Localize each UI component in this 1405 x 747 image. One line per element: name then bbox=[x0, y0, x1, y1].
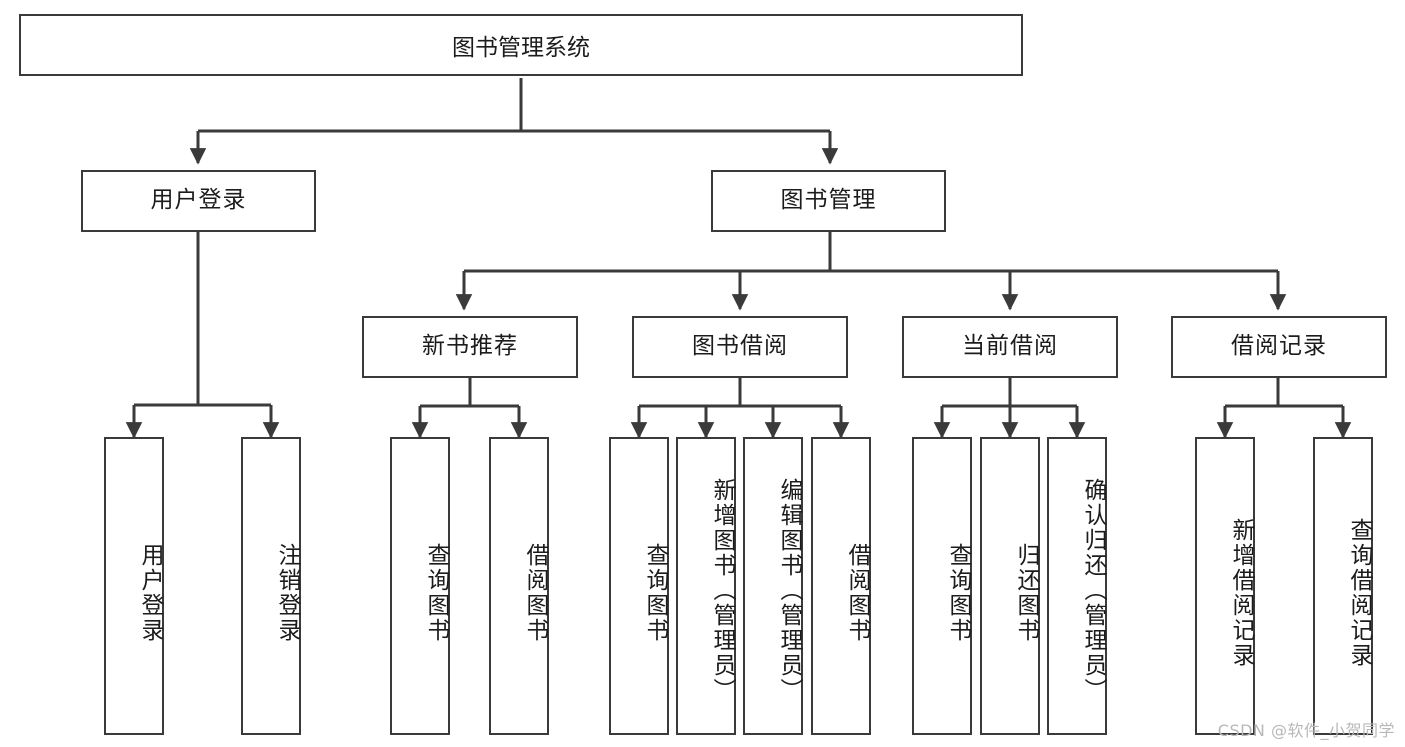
leaf-label: 新增借阅记录 bbox=[1228, 518, 1254, 668]
leaf-new-book-query-book[interactable]: 查询图书 bbox=[390, 437, 450, 735]
leaf-label: 查询借阅记录 bbox=[1346, 518, 1372, 668]
leaf-label: 查询图书 bbox=[945, 543, 971, 643]
leaf-book-borrow-add-book-admin[interactable]: 新增图书（管理员） bbox=[676, 437, 736, 735]
node-root-system[interactable]: 图书管理系统 bbox=[19, 14, 1023, 76]
node-book-borrow[interactable]: 图书借阅 bbox=[632, 316, 848, 378]
leaf-user-login-logout[interactable]: 注销登录 bbox=[241, 437, 301, 735]
leaf-new-book-borrow-book[interactable]: 借阅图书 bbox=[489, 437, 549, 735]
leaf-borrow-record-add-record[interactable]: 新增借阅记录 bbox=[1195, 437, 1255, 735]
leaf-label: 确认归还（管理员） bbox=[1080, 477, 1106, 703]
node-book-management[interactable]: 图书管理 bbox=[711, 170, 946, 232]
node-new-book-recommend[interactable]: 新书推荐 bbox=[362, 316, 578, 378]
leaf-current-borrow-return-book[interactable]: 归还图书 bbox=[980, 437, 1040, 735]
leaf-label: 归还图书 bbox=[1013, 543, 1039, 643]
leaf-label: 新增图书（管理员） bbox=[709, 477, 735, 703]
leaf-label: 查询图书 bbox=[642, 543, 668, 643]
leaf-book-borrow-borrow-book[interactable]: 借阅图书 bbox=[811, 437, 871, 735]
leaf-label: 借阅图书 bbox=[522, 543, 548, 643]
leaf-current-borrow-query-book[interactable]: 查询图书 bbox=[912, 437, 972, 735]
leaf-user-login-login[interactable]: 用户登录 bbox=[104, 437, 164, 735]
node-borrow-record[interactable]: 借阅记录 bbox=[1171, 316, 1387, 378]
leaf-book-borrow-edit-book-admin[interactable]: 编辑图书（管理员） bbox=[743, 437, 803, 735]
leaf-book-borrow-query-book[interactable]: 查询图书 bbox=[609, 437, 669, 735]
node-user-login[interactable]: 用户登录 bbox=[81, 170, 316, 232]
watermark-csdn: CSDN @软件_小贺同学 bbox=[1217, 721, 1395, 740]
leaf-borrow-record-query-record[interactable]: 查询借阅记录 bbox=[1313, 437, 1373, 735]
leaf-current-borrow-confirm-return-admin[interactable]: 确认归还（管理员） bbox=[1047, 437, 1107, 735]
leaf-label: 注销登录 bbox=[274, 543, 300, 643]
leaf-label: 借阅图书 bbox=[844, 543, 870, 643]
leaf-label: 查询图书 bbox=[423, 543, 449, 643]
leaf-label: 用户登录 bbox=[137, 543, 163, 643]
node-current-borrow[interactable]: 当前借阅 bbox=[902, 316, 1118, 378]
leaf-label: 编辑图书（管理员） bbox=[776, 477, 802, 703]
